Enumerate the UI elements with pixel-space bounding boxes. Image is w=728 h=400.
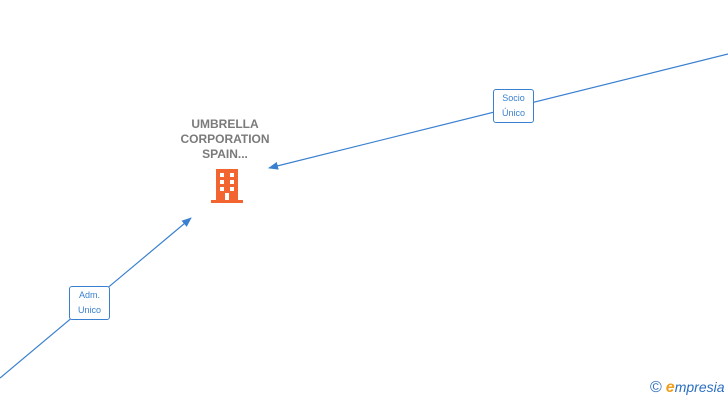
company-name[interactable]: UMBRELLA CORPORATION SPAIN... [165, 117, 285, 162]
company-name-line: CORPORATION [180, 132, 270, 146]
company-name-line: UMBRELLA [191, 117, 259, 131]
relation-label-socio-unico[interactable]: Socio Único [493, 89, 534, 123]
relation-label-line: Socio [502, 93, 525, 103]
building-icon[interactable] [211, 169, 243, 203]
copyright-icon: © [650, 379, 662, 396]
brand-initial: e [665, 379, 675, 396]
relation-label-line: Unico [77, 305, 101, 315]
brand-rest: mpresia [674, 379, 725, 395]
relation-label-line: Único [501, 108, 525, 118]
relation-label-adm-unico[interactable]: Adm. Unico [69, 286, 110, 320]
company-name-line: SPAIN... [202, 147, 248, 161]
empresia-watermark: © empresia [650, 379, 725, 397]
brand-logo: empresia [666, 379, 725, 397]
relation-label-line: Adm. [78, 290, 100, 300]
